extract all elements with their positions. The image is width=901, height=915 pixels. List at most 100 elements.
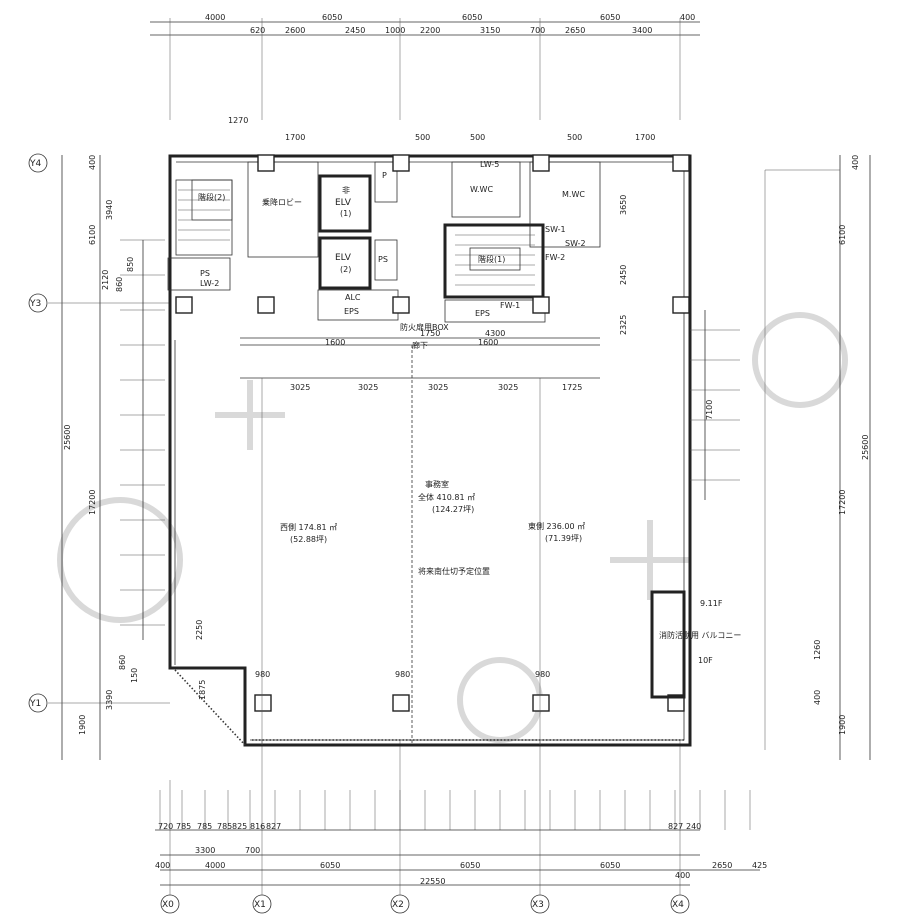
floor-911: 9.11F (700, 599, 723, 608)
dim-top-sub-7: 700 (530, 26, 545, 35)
right-dimensions: 400 6100 25600 1900 17200 1260 400 (764, 155, 871, 760)
dim-win-7: 827 (266, 822, 281, 831)
dim-top-sub-9: 3400 (632, 26, 652, 35)
dim-inner-5: 1725 (562, 383, 582, 392)
balcony-label: 消防活動用 バルコニー (659, 630, 741, 640)
dim-top-row-3: 500 (415, 133, 430, 142)
office-total-tsubo: (124.27坪) (432, 505, 474, 514)
axis-y3: Y3 (29, 299, 41, 309)
elv2-label: ELV (335, 253, 352, 263)
top-dimensions: 4000 6050 6050 6050 400 620 2600 2450 10… (150, 13, 700, 120)
axis-x3: X3 (532, 900, 544, 910)
dim-top-sub-1: 620 (250, 26, 265, 35)
w-wc-label: W.WC (470, 185, 493, 194)
dim-win-6: 816 (250, 822, 265, 831)
left-windows (120, 239, 165, 640)
tag-lw5: LW-5 (480, 160, 499, 169)
dim-misc-2250: 2250 (195, 620, 204, 640)
dim-misc-1600a: 1600 (325, 338, 345, 347)
axis-y1: Y1 (29, 699, 41, 709)
ps-core-label: PS (378, 255, 388, 264)
stair1-label: 階段(1) (478, 254, 505, 264)
dim-inner-4: 3025 (498, 383, 518, 392)
office-partitions (240, 337, 600, 745)
dim-top-2: 6050 (322, 13, 342, 22)
stair2-label: 階段(2) (198, 192, 225, 202)
dim-bottom-700: 700 (245, 846, 260, 855)
dim-right-1: 400 (851, 155, 860, 170)
dim-misc-2450: 2450 (619, 265, 628, 285)
inner-dimensions: 3025 3025 3025 3025 1725 1270 1700 500 5… (195, 116, 714, 700)
dim-win-8: 827 (668, 822, 683, 831)
dim-inner-1: 3025 (290, 383, 310, 392)
floor-10f: 10F (698, 656, 713, 665)
dim-top-sub-4: 1000 (385, 26, 405, 35)
core-area: 階段(2) 乗降ロビー 非 ELV (1) ELV (2) P PS PS LW… (167, 161, 449, 350)
building-outline (168, 154, 692, 747)
office-total: 全体 410.81 ㎡ (418, 492, 475, 502)
elv1-label: ELV (335, 198, 352, 208)
toilet-stair-area: W.WC M.WC 階段(1) EPS LW-5 SW-1 SW-2 FW-1 … (443, 160, 601, 323)
dim-top-5: 400 (680, 13, 695, 22)
dim-bottom-6: 425 (752, 861, 767, 870)
axis-x4: X4 (672, 900, 684, 910)
dim-left-7: 2120 (101, 270, 110, 290)
eps-right-label: EPS (475, 309, 490, 318)
dim-col-2: 980 (395, 670, 410, 679)
m-wc-label: M.WC (562, 190, 585, 199)
dim-top-3: 6050 (462, 13, 482, 22)
dim-top-1: 4000 (205, 13, 225, 22)
dim-misc-2325: 2325 (619, 315, 628, 335)
dim-bottom-2: 6050 (320, 861, 340, 870)
dim-inner-3: 3025 (428, 383, 448, 392)
east-area: 東側 236.00 ㎡ (528, 521, 585, 531)
dim-inner-2: 3025 (358, 383, 378, 392)
right-windows (690, 310, 740, 500)
dim-left-9: 850 (126, 257, 135, 272)
dim-right-5: 17200 (838, 490, 847, 515)
dim-bottom-4: 6050 (600, 861, 620, 870)
dim-bottom-400-right: 400 (675, 871, 690, 880)
dim-left-3: 25600 (63, 425, 72, 450)
dim-col-3: 980 (535, 670, 550, 679)
ps-left-lw2: LW-2 (200, 279, 219, 288)
dim-left-6: 3940 (105, 200, 114, 220)
elv1-tag: 非 (342, 185, 350, 195)
dim-misc-1600b: 1600 (478, 338, 498, 347)
watermark (57, 312, 848, 743)
dim-top-row-2: 1700 (285, 133, 305, 142)
dim-left-10: 17200 (88, 490, 97, 515)
tag-sw2: SW-2 (565, 239, 586, 248)
west-area: 西側 174.81 ㎡ (280, 522, 337, 532)
dim-bottom-total: 22550 (420, 877, 445, 886)
dim-top-sub-5: 2200 (420, 26, 440, 35)
dim-left-1: 400 (88, 155, 97, 170)
dim-top-row-1: 1270 (228, 116, 248, 125)
dim-bottom-3: 6050 (460, 861, 480, 870)
p1-label: P (382, 171, 387, 180)
dim-left-8: 860 (115, 277, 124, 292)
dim-left-12: 860 (118, 655, 127, 670)
dim-top-sub-3: 2450 (345, 26, 365, 35)
dim-top-sub-8: 2650 (565, 26, 585, 35)
dim-win-1: 720 (158, 822, 173, 831)
lobby-label: 乗降ロビー (262, 197, 302, 207)
dim-win-9: 240 (686, 822, 701, 831)
axis-x2: X2 (392, 900, 404, 910)
balcony: 消防活動用 バルコニー 9.11F 10F (650, 590, 741, 699)
dim-bottom-3300: 3300 (195, 846, 215, 855)
columns (175, 154, 690, 712)
dim-bottom-1: 4000 (205, 861, 225, 870)
dim-top-row-5: 500 (567, 133, 582, 142)
office-title: 事務室 (425, 479, 449, 489)
dim-top-row-6: 1700 (635, 133, 655, 142)
alc-label: ALC (345, 293, 361, 302)
dim-right-2: 6100 (838, 225, 847, 245)
dim-top-4: 6050 (600, 13, 620, 22)
ps-left-label: PS (200, 269, 210, 278)
elv1-num: (1) (340, 209, 351, 218)
dim-top-sub-2: 2600 (285, 26, 305, 35)
axis-x1: X1 (254, 900, 266, 910)
dim-top-sub-6: 3150 (480, 26, 500, 35)
dim-right-4: 1900 (838, 715, 847, 735)
